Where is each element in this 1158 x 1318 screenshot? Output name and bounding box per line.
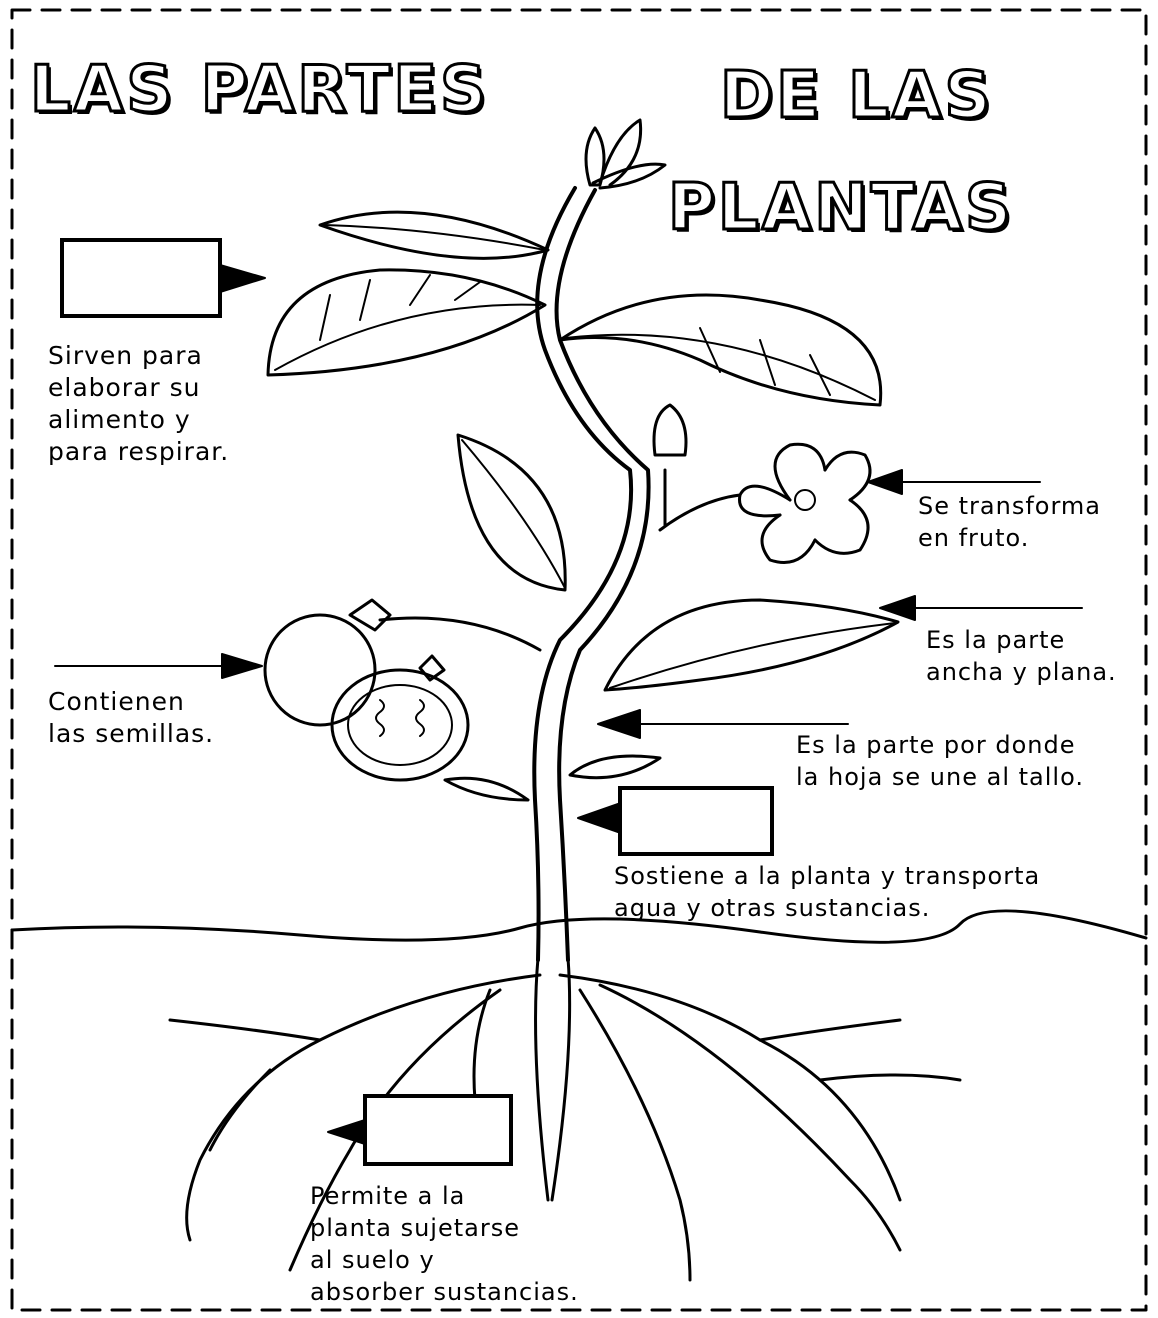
arrow-fruit <box>221 653 263 679</box>
arrow-leaves <box>219 264 266 293</box>
label-flower: Se transforma en fruto. <box>918 492 1101 552</box>
flower <box>652 403 872 564</box>
title-line1-left: LAS PARTES <box>28 53 490 127</box>
pointer-arrows <box>54 264 1083 1145</box>
fruit <box>263 598 542 782</box>
arrow-petiole <box>597 709 641 739</box>
label-leaf-blade: Es la parte ancha y plana. <box>926 626 1117 686</box>
leaves <box>266 210 900 802</box>
answer-box-stem[interactable] <box>618 786 774 856</box>
label-leaves: Sirven para elaborar su alimento y para … <box>48 341 230 466</box>
dashed-border <box>10 8 1148 1312</box>
arrow-flower <box>867 469 903 495</box>
title-line2: PLANTAS <box>666 171 1015 245</box>
answer-box-leaves[interactable] <box>60 238 222 318</box>
arrow-root <box>327 1119 366 1145</box>
label-fruit: Contienen las semillas. <box>48 687 215 748</box>
arrow-stem <box>577 803 619 833</box>
title-line1-right: DE LAS <box>719 59 994 133</box>
stem <box>532 186 651 962</box>
arrow-leaf-blade <box>879 595 916 621</box>
top-bud <box>584 118 667 190</box>
label-stem: Sostiene a la planta y transporta agua y… <box>614 862 1041 922</box>
label-root: Permite a la planta sujetarse al suelo y… <box>310 1182 579 1306</box>
soil-line <box>10 909 1148 944</box>
answer-box-root[interactable] <box>363 1094 513 1166</box>
label-petiole: Es la parte por donde la hoja se une al … <box>796 731 1084 791</box>
roots <box>168 956 962 1282</box>
